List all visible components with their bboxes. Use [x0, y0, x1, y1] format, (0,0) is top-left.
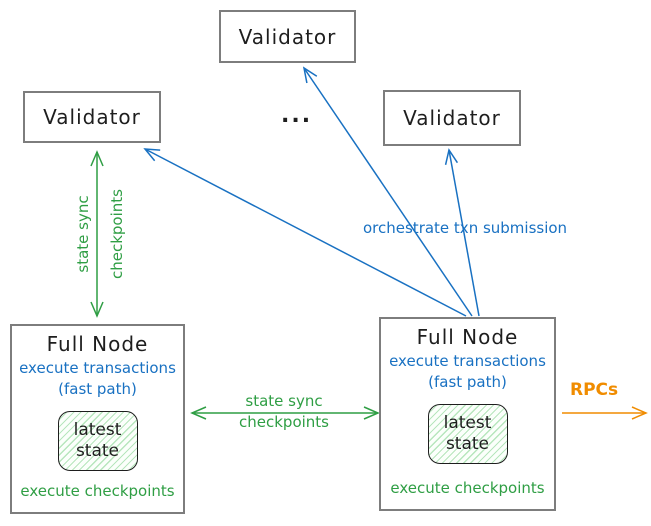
- full-node-right-title: Full Node: [416, 325, 519, 349]
- state-sync-vertical-label: state sync checkpoints: [74, 189, 126, 279]
- validator-top-box: Validator: [219, 10, 356, 63]
- rpcs-label: RPCs: [570, 380, 619, 400]
- full-node-right-latest-state-box: latest state: [427, 404, 508, 464]
- validator-right-box: Validator: [383, 90, 521, 146]
- full-node-left-title: Full Node: [46, 332, 149, 356]
- validators-ellipsis: ...: [281, 103, 313, 128]
- validator-left-label: Validator: [43, 105, 141, 129]
- full-node-right-box: Full Node execute transactions (fast pat…: [379, 317, 556, 511]
- orchestrate-arrow-to-right-validator: [444, 148, 480, 317]
- full-node-left-box: Full Node execute transactions (fast pat…: [10, 324, 185, 514]
- full-node-right-fast-path-label: execute transactions (fast path): [389, 352, 546, 391]
- validator-top-label: Validator: [238, 24, 337, 49]
- full-node-left-fast-path-label: execute transactions (fast path): [19, 359, 176, 398]
- state-sync-horizontal-label: state sync checkpoints: [239, 392, 329, 431]
- validator-left-box: Validator: [23, 91, 161, 143]
- validator-right-label: Validator: [403, 106, 501, 130]
- orchestrate-arrow-to-left-validator: [143, 148, 467, 317]
- orchestrate-arrow-to-top-validator: [302, 66, 473, 317]
- full-node-right-checkpoints-label: execute checkpoints: [390, 479, 545, 497]
- orchestrate-txn-submission-label: orchestrate txn submission: [363, 219, 568, 237]
- full-node-left-latest-state-box: latest state: [57, 411, 138, 471]
- full-node-left-checkpoints-label: execute checkpoints: [20, 482, 175, 500]
